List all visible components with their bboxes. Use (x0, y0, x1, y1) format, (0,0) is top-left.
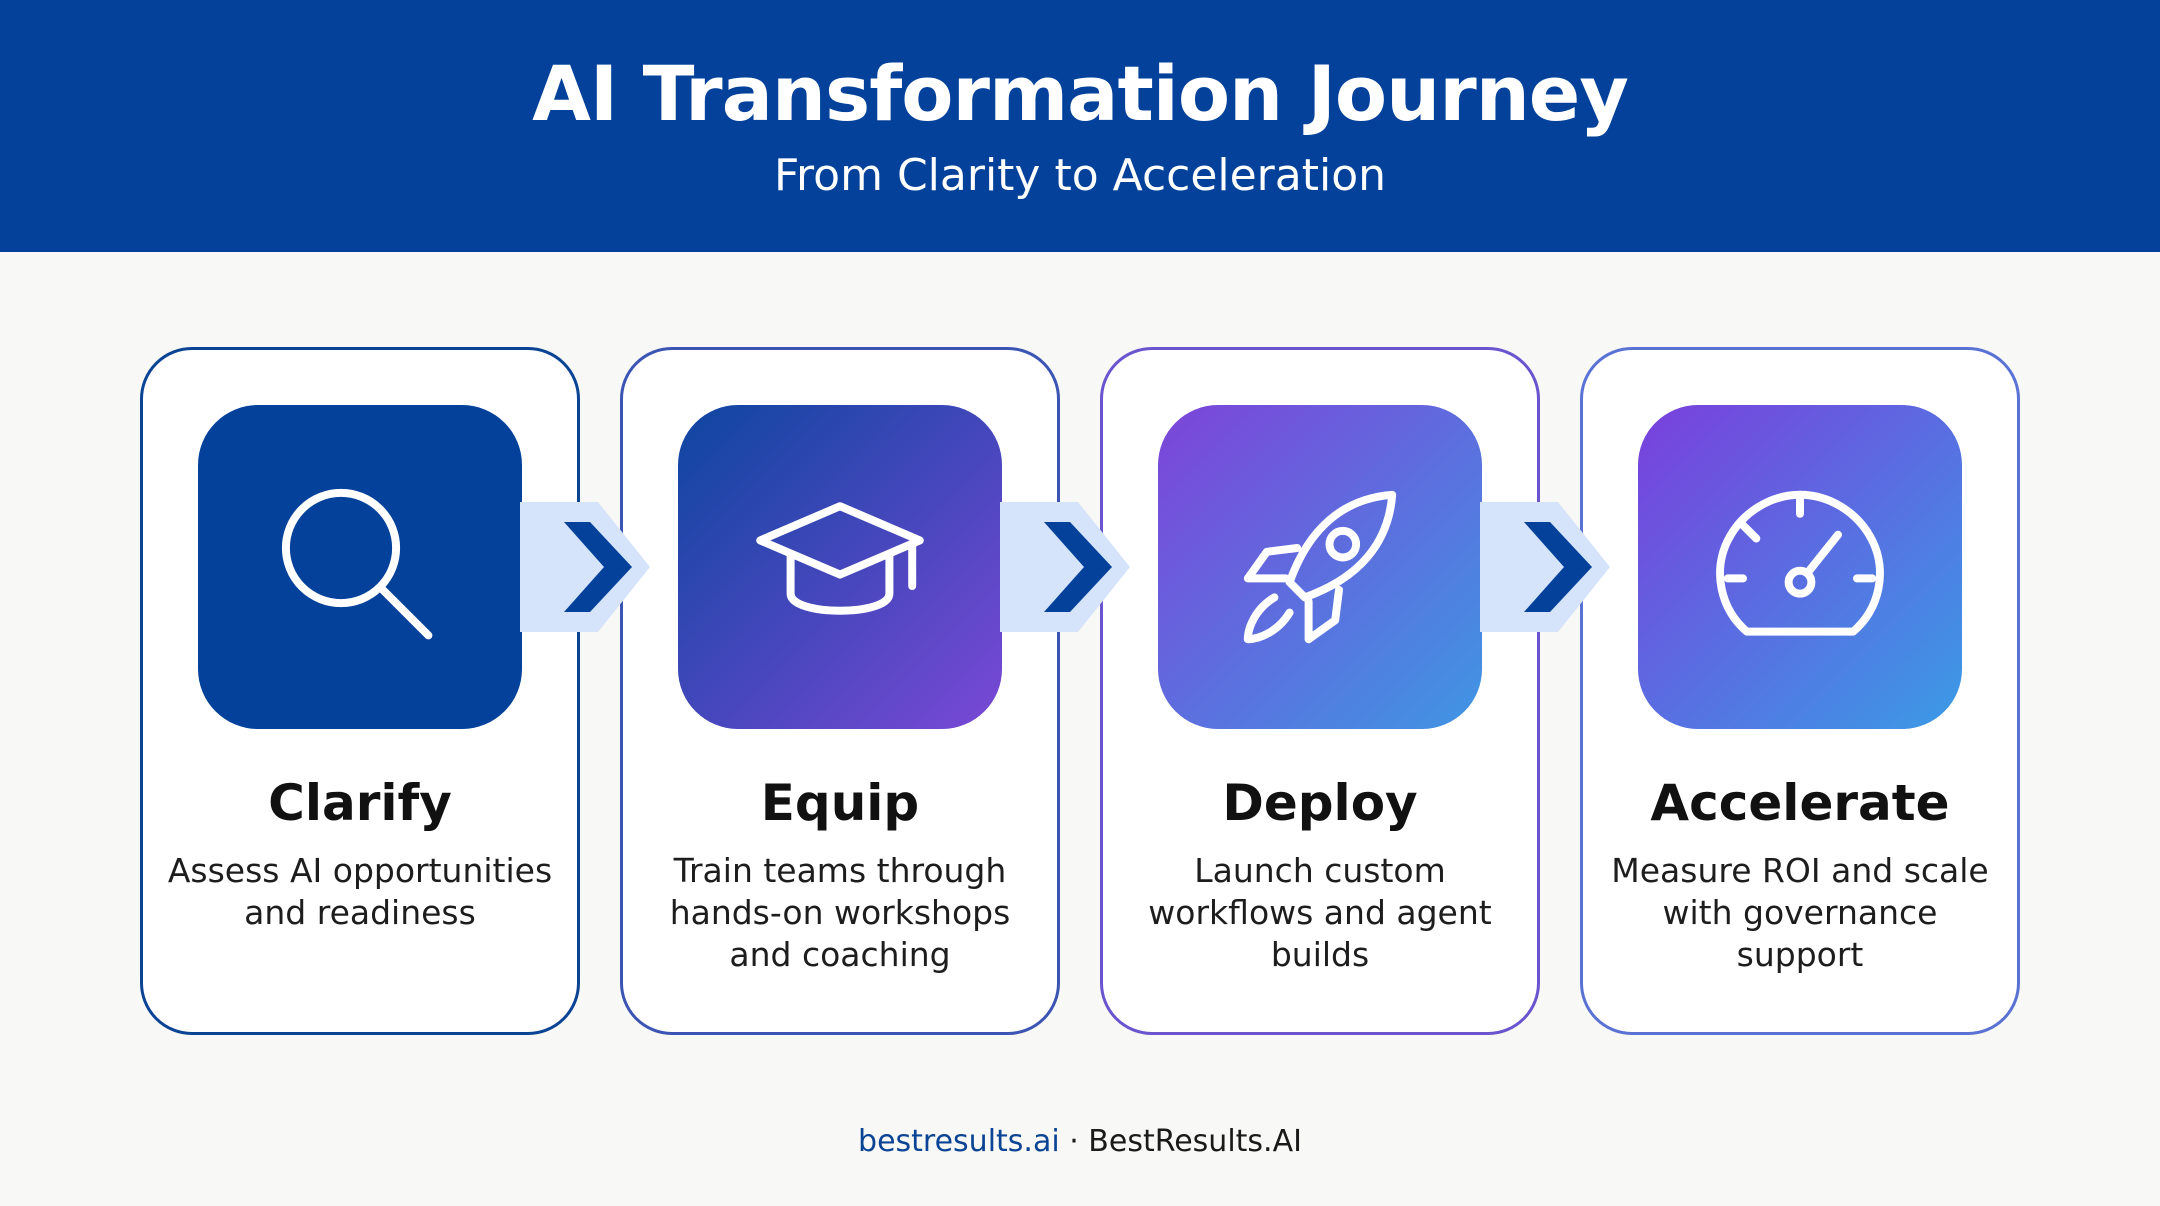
step-card-deploy: Deploy Launch custom workflows and agent… (1100, 347, 1540, 1035)
step-description: Train teams through hands-on workshops a… (669, 851, 1011, 974)
header-banner: AI Transformation Journey From Clarity t… (0, 0, 2160, 252)
step-title: Accelerate (1650, 774, 1950, 832)
step-title: Equip (760, 774, 920, 832)
step-description: Launch custom workflows and agent builds (1148, 851, 1492, 974)
chevron-right-icon (1000, 502, 1130, 632)
step-icon-box-clarify (198, 405, 522, 729)
footer-domain-link[interactable]: bestresults.ai (858, 1124, 1060, 1159)
chevron-right-icon (520, 502, 650, 632)
rocket-icon (1243, 490, 1397, 644)
step-card-clarify: Clarify Assess AI opportunities and read… (140, 347, 580, 1035)
step-icon-box-deploy (1158, 405, 1482, 729)
step-description: Measure ROI and scale with governance su… (1611, 851, 1989, 974)
page-subtitle: From Clarity to Acceleration (773, 150, 1387, 201)
chevron-right-icon (1480, 502, 1610, 632)
step-icon-box-accelerate (1638, 405, 1962, 729)
step-icon-box-equip (678, 405, 1002, 729)
page-title: AI Transformation Journey (532, 49, 1629, 138)
footer-brand: BestResults.AI (1088, 1124, 1302, 1159)
footer-separator: · (1059, 1124, 1089, 1159)
step-title: Clarify (268, 774, 452, 832)
speedometer-icon (1716, 490, 1884, 636)
step-description: Assess AI opportunities and readiness (167, 851, 553, 932)
footer: bestresults.ai · BestResults.AI (0, 1122, 2160, 1162)
graduation-cap-icon (756, 502, 924, 615)
step-card-accelerate: Accelerate Measure ROI and scale with go… (1580, 347, 2020, 1035)
step-card-equip: Equip Train teams through hands-on works… (620, 347, 1060, 1035)
magnifying-glass-icon (281, 488, 433, 640)
step-title: Deploy (1222, 774, 1418, 832)
